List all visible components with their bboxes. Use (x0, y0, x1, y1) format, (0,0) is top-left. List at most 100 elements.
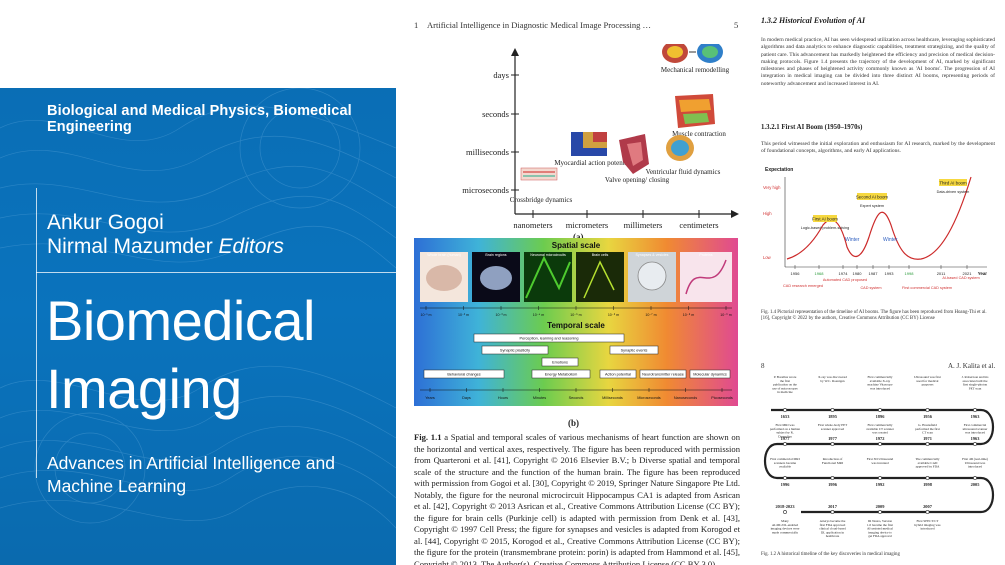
x-tick-micrometers: micrometers (566, 220, 608, 229)
timeline-node (925, 408, 930, 412)
timeline-note: scanner approved (821, 427, 845, 431)
page-2-running-head: A. J. Kalita et al. (948, 362, 996, 370)
panel-brain-regions: Brain regions (485, 253, 506, 257)
temporal-tick-label: Hours (498, 396, 508, 400)
temporal-scale-title: Temporal scale (547, 321, 605, 330)
timeline-node (830, 476, 835, 480)
level-very-high: Very high (763, 185, 781, 190)
timeline-note: IR Neuro, Version (868, 519, 892, 524)
timeline-note: available CT scanner (866, 427, 895, 431)
event-first-commercial-cad: First commercial CAD system (902, 286, 952, 290)
timeline-year: 1977 (828, 436, 838, 441)
temporal-bar-label: Molecular dynamics (693, 373, 727, 377)
timeline-note: ultrasound scanner (963, 427, 989, 431)
year-tick-label: 1998 (905, 271, 915, 276)
caption-label: Fig. 1.1 (414, 432, 442, 442)
timeline-node (973, 408, 977, 412)
timeline-node (830, 408, 835, 412)
x-tick-centimeters: centimeters (679, 220, 718, 229)
timeline-note: imaging devices were (771, 527, 800, 531)
spatial-tick-label: 10⁻⁴ m (533, 313, 544, 317)
crossbridge-image (520, 167, 558, 181)
year-tick-label: 2021 (963, 271, 973, 276)
spatial-scale-title: Spatial scale (552, 241, 601, 250)
winter-1: Winter (845, 237, 860, 243)
level-high: High (763, 211, 772, 216)
cover-background-graphic (0, 88, 396, 529)
y-tick-days: days (493, 70, 509, 80)
temporal-bar (689, 369, 731, 379)
timeline-note: was created (872, 431, 888, 435)
timeline-year: 1963 (971, 414, 981, 419)
timeline-note: used for medical (917, 379, 939, 383)
timeline-note: was invented (871, 461, 889, 465)
timeline-note: approved by FDA (916, 465, 940, 469)
timeline-note: First MRI was (775, 423, 795, 427)
temporal-bar (639, 369, 687, 379)
panel-proteins: Proteins (699, 253, 712, 257)
temporal-bar-label: Synaptic events (621, 349, 648, 353)
timeline-note: scanners became (774, 461, 797, 465)
year-axis-label: Year (978, 271, 988, 276)
year-tick-label: 1987 (869, 271, 879, 276)
timeline-note: AI-assisted medical (867, 527, 893, 531)
timeline-year: 1896 (876, 414, 886, 419)
timeline-note: first single-photon (963, 383, 988, 387)
timeline-note: First 4D (real-time) (962, 457, 988, 461)
spatial-tick-label: 10⁻⁸ m (683, 313, 694, 317)
expectation-label: Expectation (765, 167, 793, 173)
timeline-note: P. Borellus wrote (774, 375, 797, 379)
timeline-node (925, 510, 930, 514)
timeline-note: First SPECT/CT (917, 519, 939, 523)
figure-1-1-caption: Fig. 1.1 a Spatial and temporal scales o… (414, 432, 740, 565)
panel-brain-cells: Brain cells (592, 253, 609, 257)
book-page-figure-1-1: 1 Artificial Intelligence in Diagnostic … (403, 0, 748, 565)
temporal-tick-label: Microseconds (637, 396, 661, 400)
timeline-node (878, 476, 882, 480)
timeline-note: the first (780, 379, 790, 383)
timeline-note: in medicine (777, 390, 793, 394)
book-subtitle-line-1: Advances in Artificial Intelligence and (47, 453, 335, 473)
timeline-year: 1653 (781, 414, 791, 419)
cover-top-band (0, 0, 396, 88)
spatial-tick-label: 10⁻⁶ m (608, 313, 619, 317)
muscle-contraction-image (675, 94, 715, 128)
timeline-note: machine Vitascope (868, 383, 893, 387)
x-tick-millimeters: millimeters (624, 220, 663, 229)
subsection-heading: 1.3.2.1 First AI Boom (1950–1970s) (761, 124, 863, 131)
temporal-bar (609, 345, 659, 355)
figure-b-brain-scales: Spatial scale Whole brain (human) Brain … (414, 238, 738, 406)
timeline-year: 1977 (781, 436, 791, 441)
cover-vertical-rule (36, 188, 37, 478)
timeline-node (830, 510, 835, 514)
temporal-bar-label: Perception, learning and reasoning (520, 337, 579, 341)
mechanical-remodelling-image (662, 44, 723, 63)
series-title: Biological and Medical Physics, Biomedic… (47, 103, 352, 135)
y-tick-microseconds: microseconds (462, 185, 509, 195)
timeline-note: Many (781, 519, 789, 523)
timeline-note: 1.0 became the first (867, 523, 893, 527)
timeline-note: Arterys became the (820, 519, 846, 523)
timeline-note: performed on a human (770, 427, 800, 431)
timeline-year: 2018-2023 (775, 504, 795, 509)
label-mechanical-remodelling: Mechanical remodelling (661, 66, 730, 74)
logic-based-note: Logic-based problem-solving (801, 226, 850, 230)
timeline-year: 1971 (923, 436, 932, 441)
timeline-year: 2005 (971, 482, 981, 487)
temporal-bar (599, 369, 637, 379)
timeline-year: 2017 (828, 504, 838, 509)
x-tick-nanometers: nanometers (513, 220, 552, 229)
timeline-note: X-ray was discovered (818, 375, 847, 379)
spatial-tick-label: 10⁻⁷ m (645, 313, 656, 317)
spatial-panels (420, 252, 732, 302)
timeline-note: was introduced (965, 431, 985, 435)
timeline-note: get FDA approval (868, 534, 892, 538)
temporal-tick-label: Nanoseconds (674, 396, 697, 400)
temporal-bar-label: Neurotransmitter release (642, 373, 684, 377)
timeline-note: Ultrasound was (965, 461, 986, 465)
editor-name-1: Ankur Gogoi (47, 211, 164, 234)
running-page-number: 5 (734, 20, 739, 30)
figure-b-label: (b) (568, 418, 579, 428)
timeline-node (925, 476, 930, 480)
